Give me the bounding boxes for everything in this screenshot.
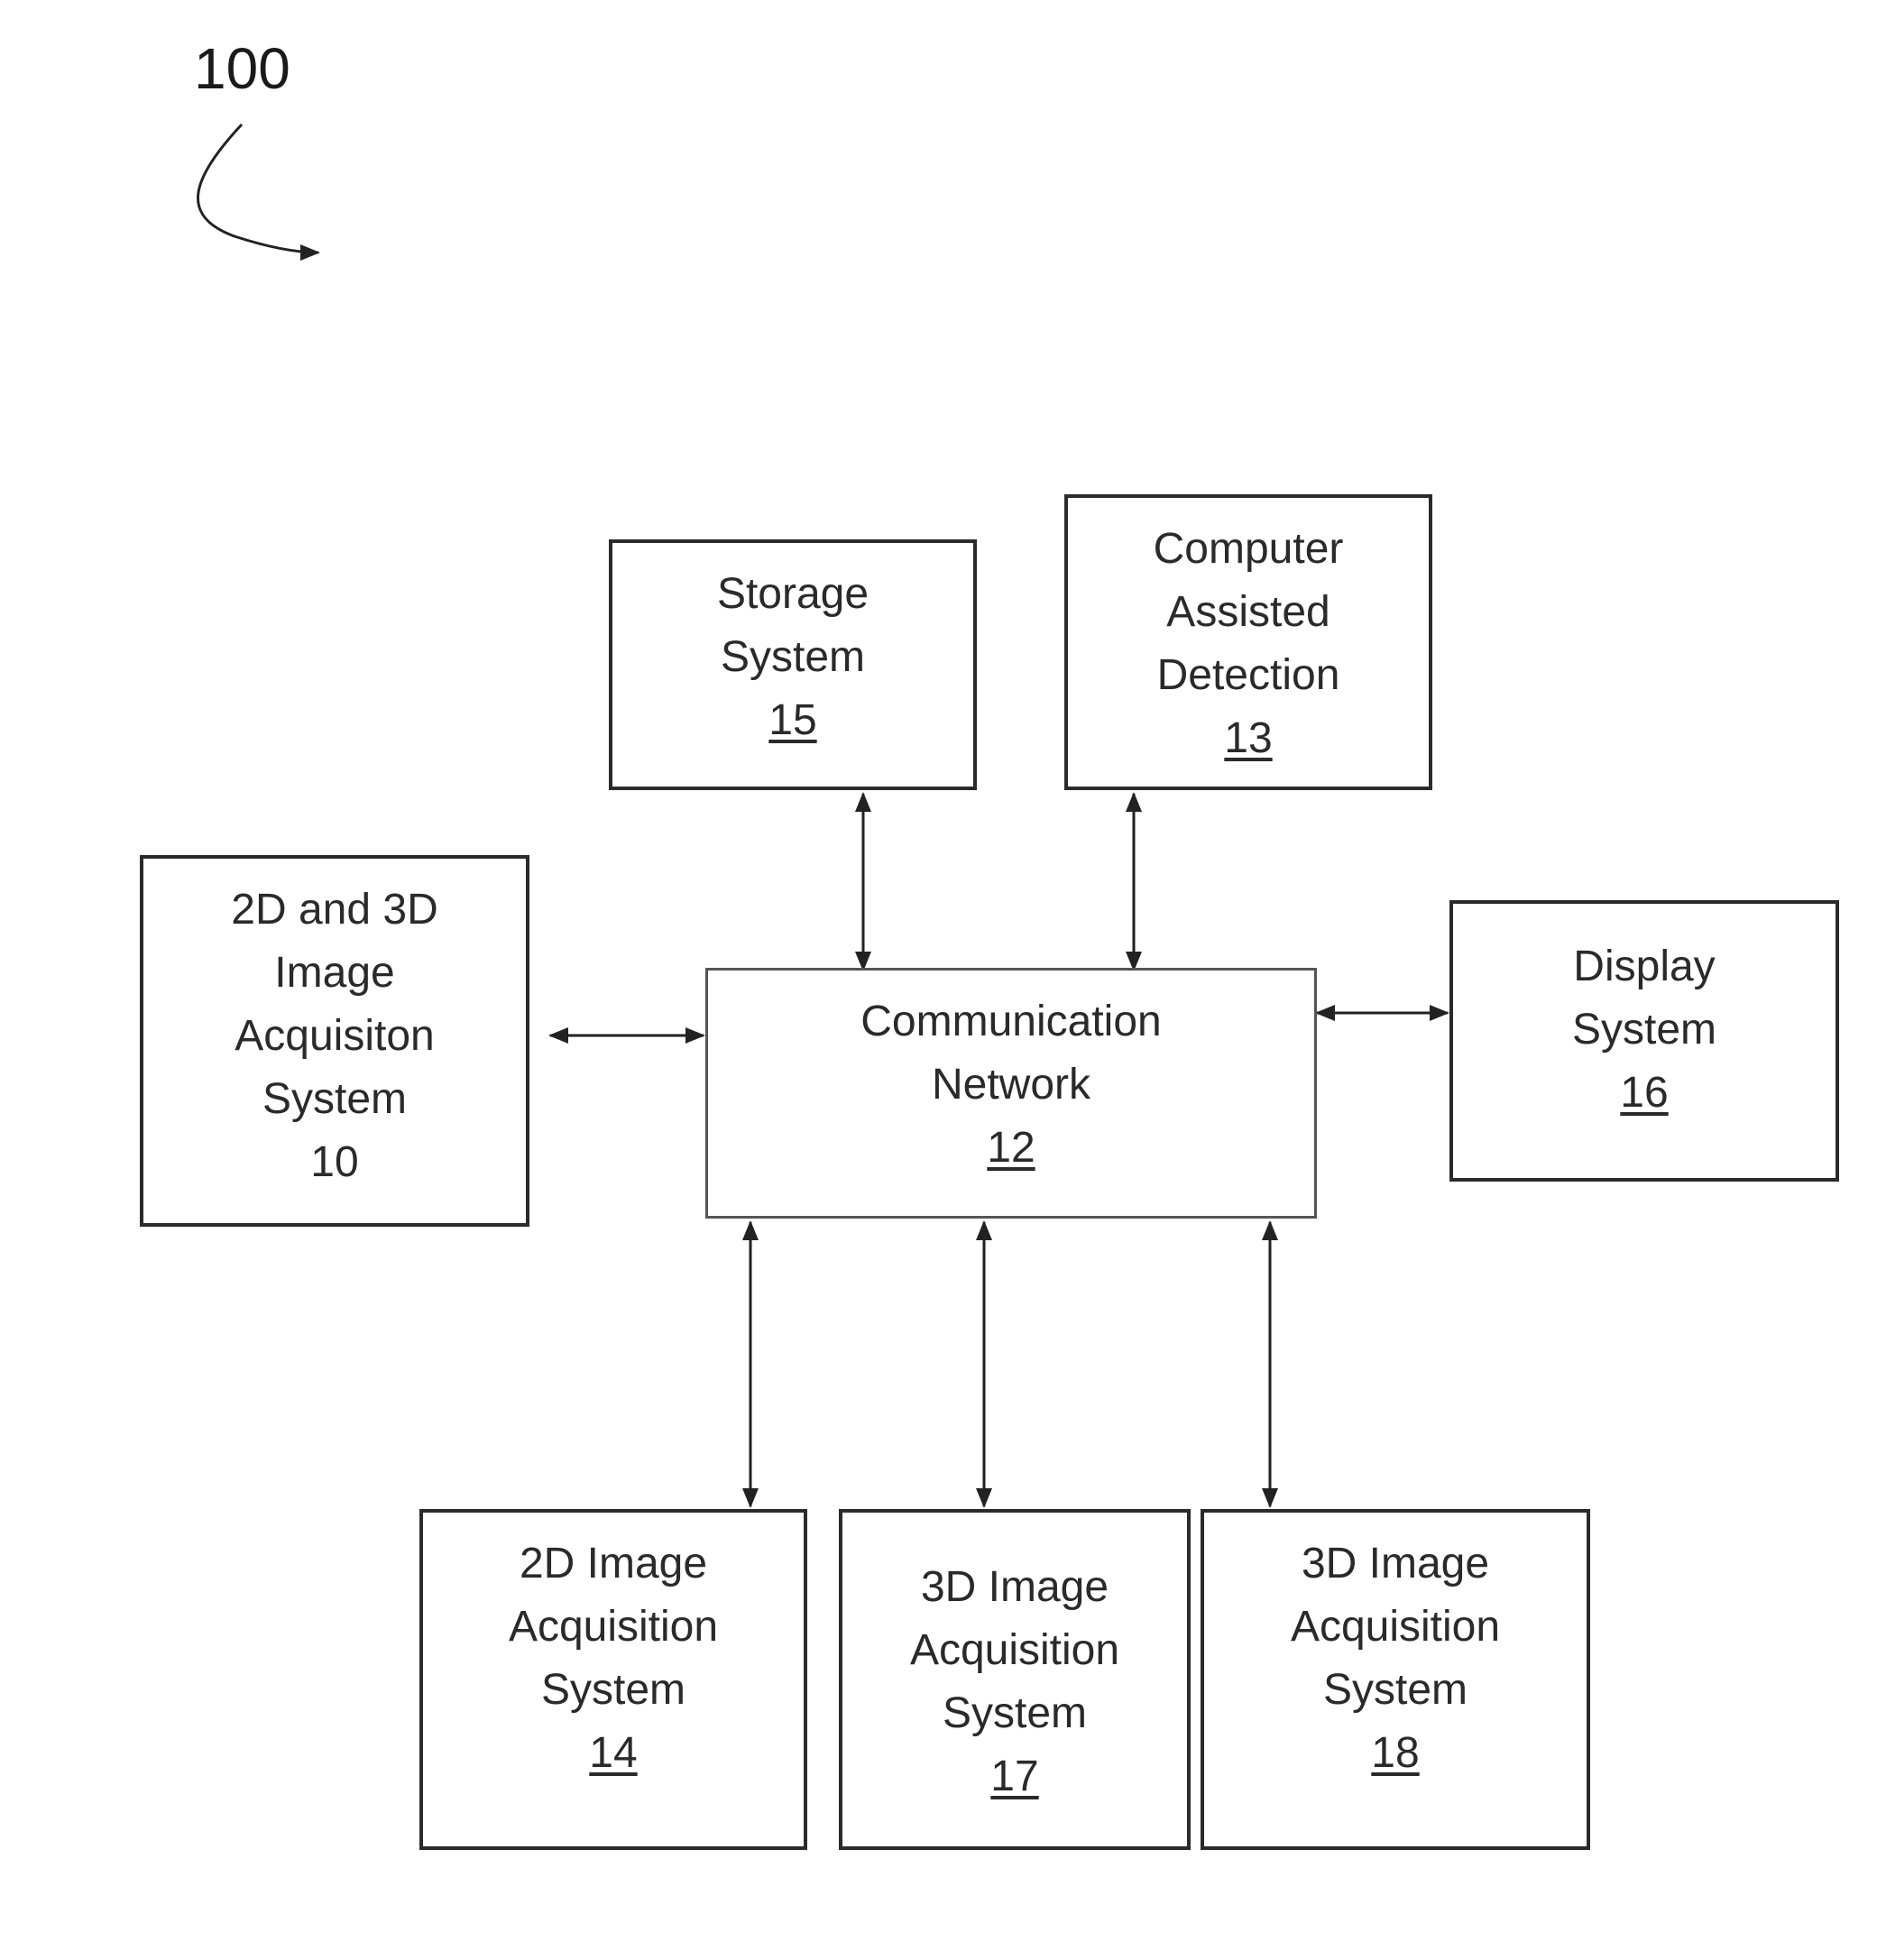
node-ref-number: 14 <box>589 1722 637 1785</box>
node-storage-system: Storage System 15 <box>609 539 977 790</box>
node-label-line: Storage <box>717 563 869 626</box>
node-ref-number: 18 <box>1371 1722 1419 1785</box>
node-3d-image-acquisition-system-18: 3D Image Acquisition System 18 <box>1201 1509 1590 1850</box>
node-display-system: Display System 16 <box>1449 900 1839 1182</box>
node-label-line: Computer <box>1154 518 1344 581</box>
node-label-line: Image <box>274 942 394 1005</box>
figure-pointer-arrow <box>198 124 318 253</box>
node-ref-number: 10 <box>310 1131 358 1194</box>
node-label-line: Communication <box>860 990 1161 1054</box>
node-label-line: System <box>541 1659 685 1722</box>
node-ref-number: 17 <box>990 1745 1038 1808</box>
node-label-line: Acquisition <box>910 1619 1119 1682</box>
node-label-line: System <box>1572 998 1716 1062</box>
node-2d-3d-image-acquisition-system: 2D and 3D Image Acquisiton System 10 <box>140 855 529 1227</box>
node-label-line: 2D Image <box>520 1532 707 1596</box>
node-3d-image-acquisition-system-17: 3D Image Acquisition System 17 <box>839 1509 1191 1850</box>
node-2d-image-acquisition-system: 2D Image Acquisition System 14 <box>419 1509 807 1850</box>
node-label-line: System <box>1323 1659 1468 1722</box>
node-label-line: Acquisition <box>509 1596 718 1659</box>
node-label-line: 3D Image <box>1302 1532 1489 1596</box>
node-label-line: System <box>262 1068 407 1131</box>
node-ref-number: 13 <box>1224 707 1272 770</box>
node-label-line: System <box>721 626 865 689</box>
node-label-line: 3D Image <box>921 1556 1109 1619</box>
node-label-line: 2D and 3D <box>231 879 437 942</box>
node-label-line: Detection <box>1157 644 1340 707</box>
node-communication-network: Communication Network 12 <box>705 968 1317 1219</box>
node-label-line: Assisted <box>1166 581 1330 644</box>
node-computer-assisted-detection: Computer Assisted Detection 13 <box>1064 494 1432 790</box>
node-label-line: Network <box>932 1054 1090 1117</box>
node-label-line: Acquisiton <box>235 1005 434 1068</box>
node-ref-number: 12 <box>987 1117 1035 1180</box>
node-ref-number: 16 <box>1620 1062 1668 1125</box>
node-label-line: Display <box>1573 935 1715 998</box>
node-label-line: Acquisition <box>1291 1596 1500 1659</box>
node-label-line: System <box>943 1682 1087 1745</box>
node-ref-number: 15 <box>768 689 816 752</box>
